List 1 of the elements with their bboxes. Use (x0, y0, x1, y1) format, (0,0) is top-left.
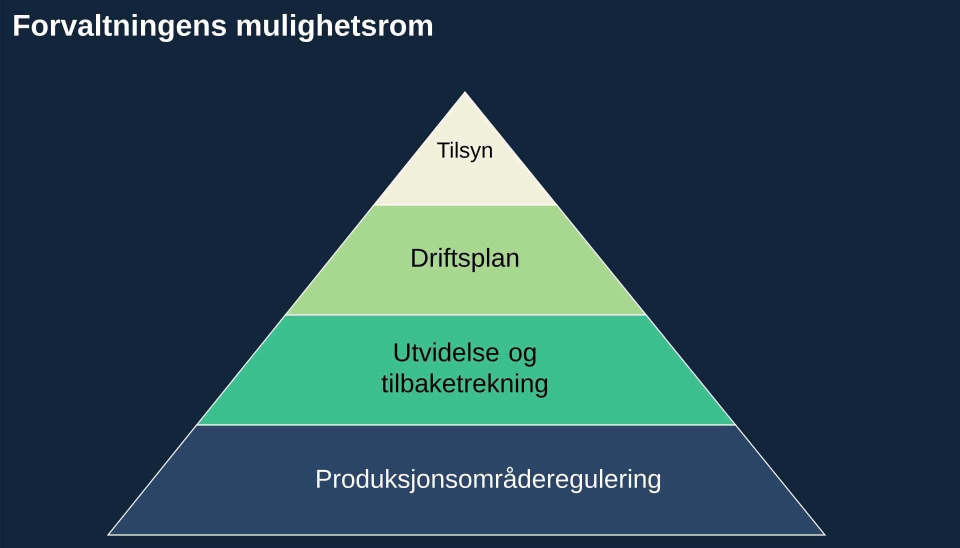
title: Forvaltningens mulighetsrom (14, 14, 432, 42)
